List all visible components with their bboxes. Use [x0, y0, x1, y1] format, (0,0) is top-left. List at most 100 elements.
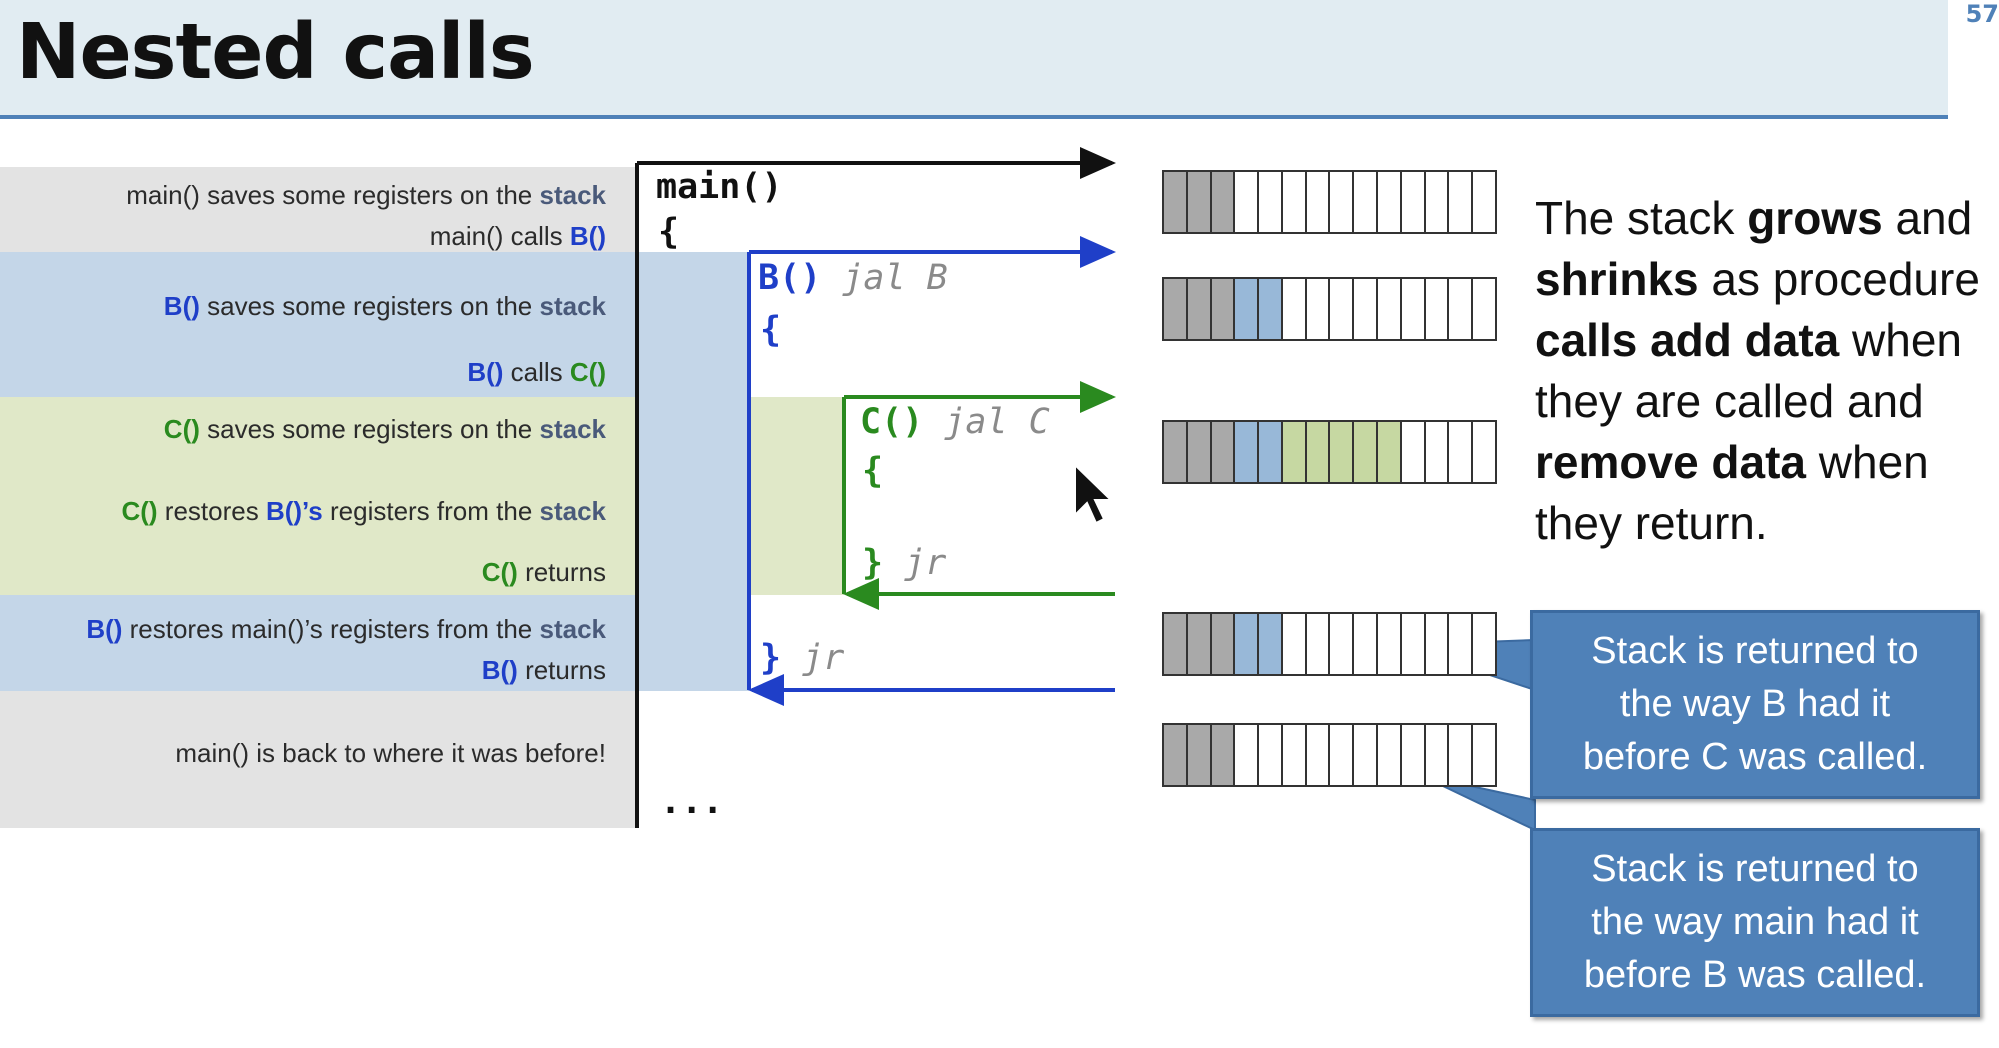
stack-cell [1187, 279, 1212, 339]
stack-cell [1330, 422, 1355, 482]
c-close: } jr [862, 543, 947, 583]
stack-cell [1425, 614, 1450, 674]
stack-cell [1330, 725, 1355, 785]
row-c-restores: C() restores B()’s registers from the st… [121, 496, 606, 526]
band-b-top [0, 252, 637, 397]
row-c-saves: C() saves some registers on the stack [163, 414, 606, 444]
stack-cell [1425, 172, 1450, 232]
title-bar: Nested calls [0, 0, 1948, 119]
stack-cell [1211, 279, 1236, 339]
stack-cell [1282, 422, 1307, 482]
stack-cell [1164, 172, 1188, 232]
row-main-saves: main() saves some registers on the stack [126, 180, 606, 210]
stack-cell [1378, 725, 1402, 785]
callout-main-stack: Stack is returned to the way main had it… [1530, 828, 1980, 1017]
c-open-brace: { [862, 451, 884, 491]
band-b-bottom [0, 595, 637, 691]
row-main-back: main() is back to where it was before! [175, 738, 606, 768]
stack-cell [1211, 422, 1236, 482]
stack-cell [1425, 422, 1450, 482]
callout-b-stack: Stack is returned to the way B had it be… [1530, 610, 1980, 799]
stack-cell [1354, 172, 1379, 232]
stack-cell [1473, 725, 1495, 785]
row-b-saves: B() saves some registers on the stack [163, 291, 606, 321]
stack-cell [1164, 725, 1188, 785]
band-main-top [0, 167, 637, 252]
stack-cell [1378, 172, 1402, 232]
stack-cell [1187, 422, 1212, 482]
stack-cell [1354, 279, 1379, 339]
stack-cell [1282, 172, 1307, 232]
stack-cell [1235, 279, 1260, 339]
stack-cell [1401, 422, 1426, 482]
main-open-brace: { [658, 212, 680, 252]
stack-cell [1164, 279, 1188, 339]
row-c-returns: C() returns [481, 557, 606, 587]
row-b-calls-c: B() calls C() [467, 357, 606, 387]
row-b-restores: B() restores main()’s registers from the… [86, 614, 606, 644]
band-c [0, 397, 637, 595]
stack-cell [1211, 725, 1236, 785]
stack-cell [1354, 422, 1379, 482]
b-signature: B() jal B [758, 258, 948, 298]
mouse-cursor-icon [1074, 462, 1114, 525]
stack-cell [1449, 422, 1474, 482]
stack-cell [1164, 422, 1188, 482]
slide-number: 57 [1965, 0, 1999, 28]
callout-2-pointer [1419, 774, 1536, 832]
stack-cell [1259, 725, 1283, 785]
stack-cell [1235, 725, 1260, 785]
stack-cell [1401, 279, 1426, 339]
stack-cell [1473, 279, 1495, 339]
stack-cell [1259, 614, 1283, 674]
band-c-extension [749, 397, 844, 595]
stack-cell [1259, 422, 1283, 482]
stack-cell [1259, 172, 1283, 232]
stack-cell [1187, 614, 1212, 674]
stack-cell [1306, 279, 1331, 339]
stack-cell [1401, 614, 1426, 674]
row-main-calls-b: main() calls B() [429, 221, 606, 251]
row-b-returns: B() returns [481, 655, 606, 685]
b-close: } jr [760, 638, 845, 678]
stack-cell [1378, 279, 1402, 339]
stack-cell [1425, 725, 1450, 785]
stack-cell [1401, 725, 1426, 785]
stack-cell [1306, 172, 1331, 232]
stack-cell [1473, 172, 1495, 232]
stack-cell [1306, 422, 1331, 482]
main-ellipsis: ... [660, 782, 724, 822]
stack-cell [1473, 422, 1495, 482]
stack-cell [1235, 614, 1260, 674]
stack-cell [1449, 725, 1474, 785]
stack-cell [1330, 614, 1355, 674]
stack-cell [1211, 614, 1236, 674]
stack-cell [1330, 279, 1355, 339]
stack-state-3 [1162, 420, 1497, 484]
stack-state-4 [1162, 612, 1497, 676]
stack-cell [1235, 422, 1260, 482]
stack-explanation: The stack grows and shrinks as procedure… [1535, 192, 1980, 549]
stack-cell [1282, 725, 1307, 785]
stack-cell [1187, 172, 1212, 232]
stack-cell [1282, 279, 1307, 339]
stack-cell [1282, 614, 1307, 674]
stack-cell [1425, 279, 1450, 339]
stack-state-5 [1162, 723, 1497, 787]
slide-title: Nested calls [16, 8, 535, 97]
stack-state-2 [1162, 277, 1497, 341]
stack-cell [1449, 279, 1474, 339]
stack-cell [1354, 725, 1379, 785]
c-signature: C() jal C [860, 402, 1050, 442]
stack-cell [1306, 614, 1331, 674]
stack-cell [1354, 614, 1379, 674]
band-main-bottom [0, 691, 637, 828]
stack-cell [1449, 614, 1474, 674]
b-open-brace: { [760, 310, 782, 350]
stack-cell [1235, 172, 1260, 232]
stack-cell [1259, 279, 1283, 339]
stack-cell [1306, 725, 1331, 785]
stack-cell [1330, 172, 1355, 232]
stack-cell [1187, 725, 1212, 785]
stack-cell [1378, 614, 1402, 674]
